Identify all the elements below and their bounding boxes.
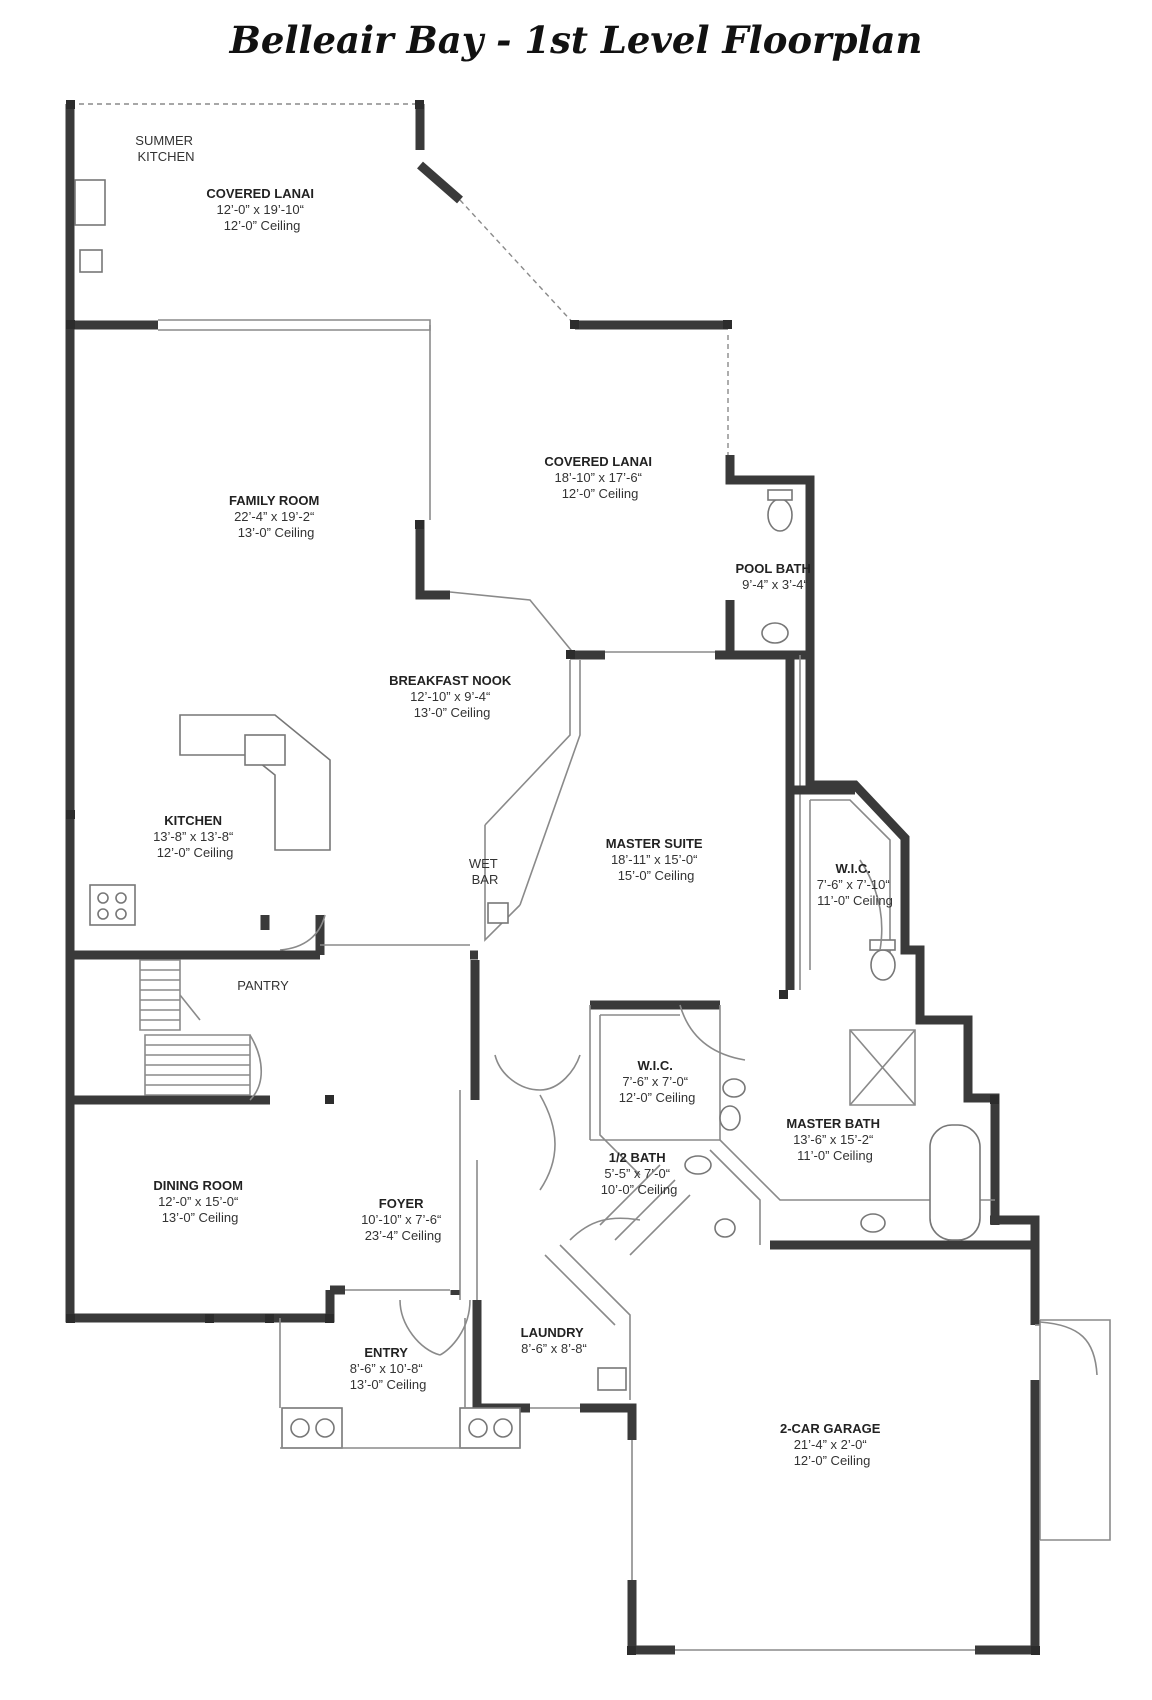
room-summer-kitchen: SUMMER KITCHEN (135, 133, 196, 164)
room-wet-bar: WET BAR (469, 856, 501, 887)
room-labels: SUMMER KITCHEN COVERED LANAI 12’-0” x 19… (135, 133, 893, 1468)
room-master-suite: MASTER SUITE 18’-11” x 15’-0“ 15’-0” Cei… (606, 836, 706, 883)
fixtures (74, 179, 1111, 1541)
room-entry: ENTRY 8’-6” x 10’-8“ 13’-0” Ceiling (350, 1345, 427, 1392)
room-family-room: FAMILY ROOM 22’-4” x 19’-2“ 13’-0” Ceili… (229, 493, 323, 540)
room-laundry: LAUNDRY 8’-6” x 8’-8“ (521, 1325, 588, 1356)
page-title: Belleair Bay - 1st Level Floorplan (229, 18, 923, 62)
staircase (139, 959, 262, 1101)
posts (66, 100, 1040, 1655)
room-wic-2: W.I.C. 7’-6” x 7’-0“ 12’-0” Ceiling (619, 1058, 696, 1105)
room-covered-lanai-2: COVERED LANAI 18’-10” x 17’-6“ 12’-0” Ce… (544, 454, 655, 501)
room-kitchen: KITCHEN 13’-8” x 13’-8“ 12’-0” Ceiling (153, 813, 237, 860)
walls (65, 103, 1040, 1655)
room-foyer: FOYER 10’-10” x 7’-6“ 23’-4” Ceiling (361, 1196, 445, 1243)
room-garage: 2-CAR GARAGE 21’-4” x 2’-0“ 12’-0” Ceili… (780, 1421, 884, 1468)
room-covered-lanai-1: COVERED LANAI 12’-0” x 19’-10“ 12’-0” Ce… (206, 186, 317, 233)
room-pantry: PANTRY (237, 978, 289, 993)
room-master-bath: MASTER BATH 13’-6” x 15’-2“ 11’-0” Ceili… (786, 1116, 883, 1163)
room-half-bath: 1/2 BATH 5’-5” x 7’-0“ 10’-0” Ceiling (601, 1150, 678, 1197)
room-wic-1: W.I.C. 7’-6” x 7’-10“ 11’-0” Ceiling (817, 861, 894, 908)
doors (279, 859, 883, 1356)
room-dining-room: DINING ROOM 12’-0” x 15’-0“ 13’-0” Ceili… (153, 1178, 246, 1225)
room-pool-bath: POOL BATH 9’-4” x 3’-4“ (736, 561, 815, 592)
room-breakfast-nook: BREAKFAST NOOK 12’-10” x 9’-4“ 13’-0” Ce… (389, 673, 515, 720)
